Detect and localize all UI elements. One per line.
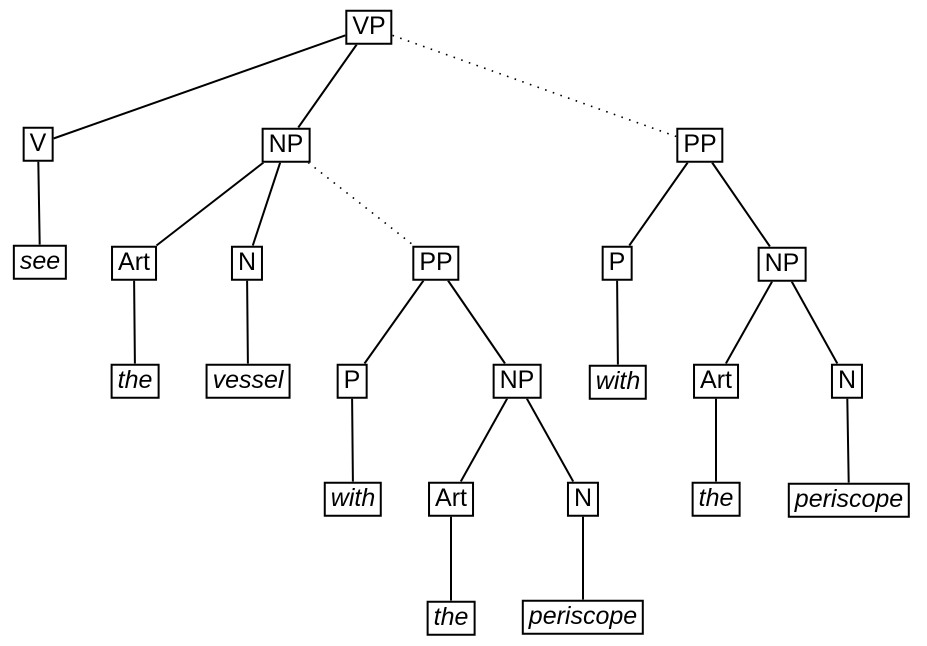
tree-node-with2: with [588,364,648,400]
tree-edge-np1-art1 [155,161,265,247]
tree-node-art1: Art [111,245,157,281]
tree-edge-vp-v [53,34,346,140]
tree-edge-pp1-p1 [363,279,425,365]
tree-node-the3: the [691,481,741,517]
tree-edge-pp2-p2 [628,161,689,247]
tree-edge-p2-with2 [616,280,619,365]
tree-edge-v-see [37,161,41,245]
tree-edge-n1-vessel [246,280,249,364]
tree-node-vp: VP [345,9,393,45]
tree-edge-np3-art3 [725,281,773,364]
tree-edge-np3-n3 [790,281,839,364]
tree-edge-np1-pp1-dotted [307,161,415,247]
tree-node-art2: Art [428,481,474,517]
tree-node-n3: N [830,363,864,399]
tree-edge-n3-periscope3 [846,398,850,483]
tree-node-np1: NP [261,127,311,163]
tree-node-vessel: vessel [205,363,291,399]
tree-node-v: V [22,126,54,162]
tree-node-pp2: PP [676,127,724,163]
tree-node-periscope2: periscope [521,599,645,635]
tree-node-pp1: PP [412,245,460,281]
tree-edge-vp-np1 [297,43,358,129]
tree-edge-np2-art2 [459,398,509,482]
tree-edge-pp2-np3 [711,161,771,248]
tree-edge-art1-the1 [133,280,136,364]
tree-edge-p1-with1 [351,398,354,482]
tree-node-the1: the [110,363,160,399]
tree-node-np2: NP [492,363,542,399]
tree-node-periscope3: periscope [787,482,911,518]
tree-node-n2: N [566,481,600,517]
tree-node-see: see [12,244,68,280]
tree-node-p1: P [336,363,368,399]
tree-edge-np2-n2 [525,398,575,482]
tree-node-art3: Art [693,363,739,399]
tree-node-n1: N [230,245,264,281]
tree-node-with1: with [323,481,383,517]
tree-node-np3: NP [757,246,807,282]
tree-edge-np1-n1 [251,162,282,246]
tree-edge-vp-pp2-dotted [392,34,677,138]
tree-node-the2: the [426,600,476,636]
tree-node-p2: P [601,245,633,281]
tree-edge-pp1-np2 [447,279,506,365]
